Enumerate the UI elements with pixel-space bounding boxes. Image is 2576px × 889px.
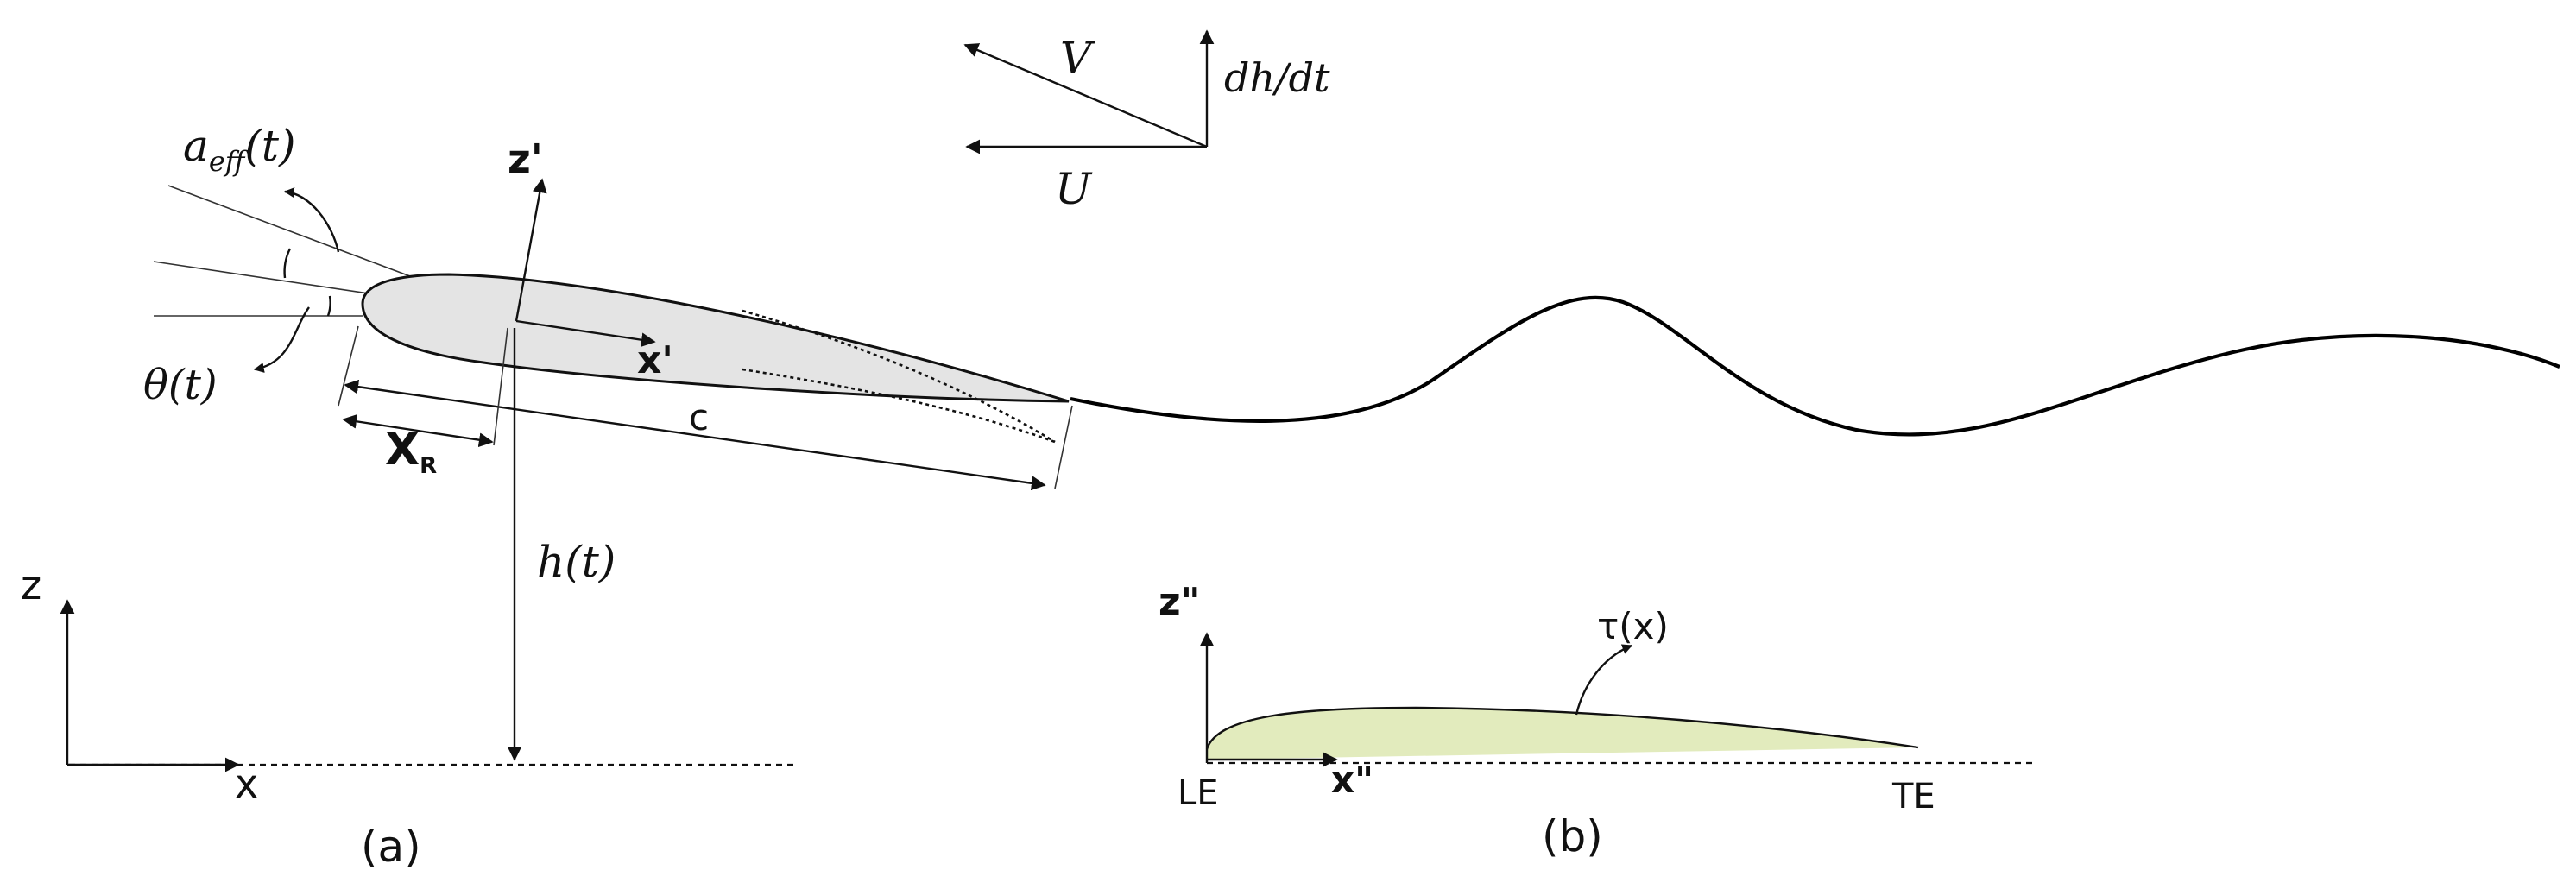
chord-dimension-arrow xyxy=(344,379,1046,491)
thickness-fill xyxy=(1207,708,1918,760)
wake-curve xyxy=(1070,295,2560,437)
xr-dimension-arrow xyxy=(342,413,494,448)
h-label: h(t) xyxy=(537,537,616,587)
tau-label: τ(x) xyxy=(1597,605,1669,647)
v-label: V xyxy=(1060,33,1095,83)
aeff-label: aeff(t) xyxy=(183,121,296,178)
te-label: TE xyxy=(1891,777,1935,816)
xr-label: XR xyxy=(385,424,437,479)
airfoil-body xyxy=(361,273,1070,403)
chord-trailing-tick xyxy=(1054,405,1073,489)
x-axis-label: x xyxy=(235,760,258,807)
thickness-curve xyxy=(1205,706,1919,750)
le-label: LE xyxy=(1178,773,1219,813)
xr-tick xyxy=(493,327,508,446)
u-label: U xyxy=(1055,164,1093,214)
velocity-v-arrow xyxy=(963,43,1208,148)
chord-label: c xyxy=(689,396,709,438)
theta-label: θ(t) xyxy=(143,361,218,409)
tau-leader-arrow xyxy=(1575,644,1633,716)
chord-leading-tick xyxy=(338,325,359,407)
dhdt-label: dh/dt xyxy=(1224,54,1330,101)
panel-a: aeff(t) θ(t) z' x' c XR h(t) z x (a) xyxy=(21,121,1073,872)
aeff-angle-arc xyxy=(283,248,292,279)
velocity-triangle: V U dh/dt xyxy=(963,29,1330,214)
x-dprime-label: x" xyxy=(1331,759,1373,801)
panel-b: z" x" τ(x) LE TE (b) xyxy=(1159,580,2037,861)
panel-b-label: (b) xyxy=(1542,811,1603,861)
aeff-leader-arrow xyxy=(283,187,340,253)
z-axis-label: z xyxy=(21,562,41,608)
z-prime-label: z' xyxy=(508,136,543,182)
panel-a-label: (a) xyxy=(361,822,421,872)
theta-leader-arrow xyxy=(253,306,310,373)
z-prime-axis xyxy=(515,178,547,322)
z-dprime-label: z" xyxy=(1159,580,1201,624)
theta-angle-arc xyxy=(326,295,331,317)
x-prime-label: x' xyxy=(637,338,673,382)
x-prime-axis xyxy=(515,319,656,348)
